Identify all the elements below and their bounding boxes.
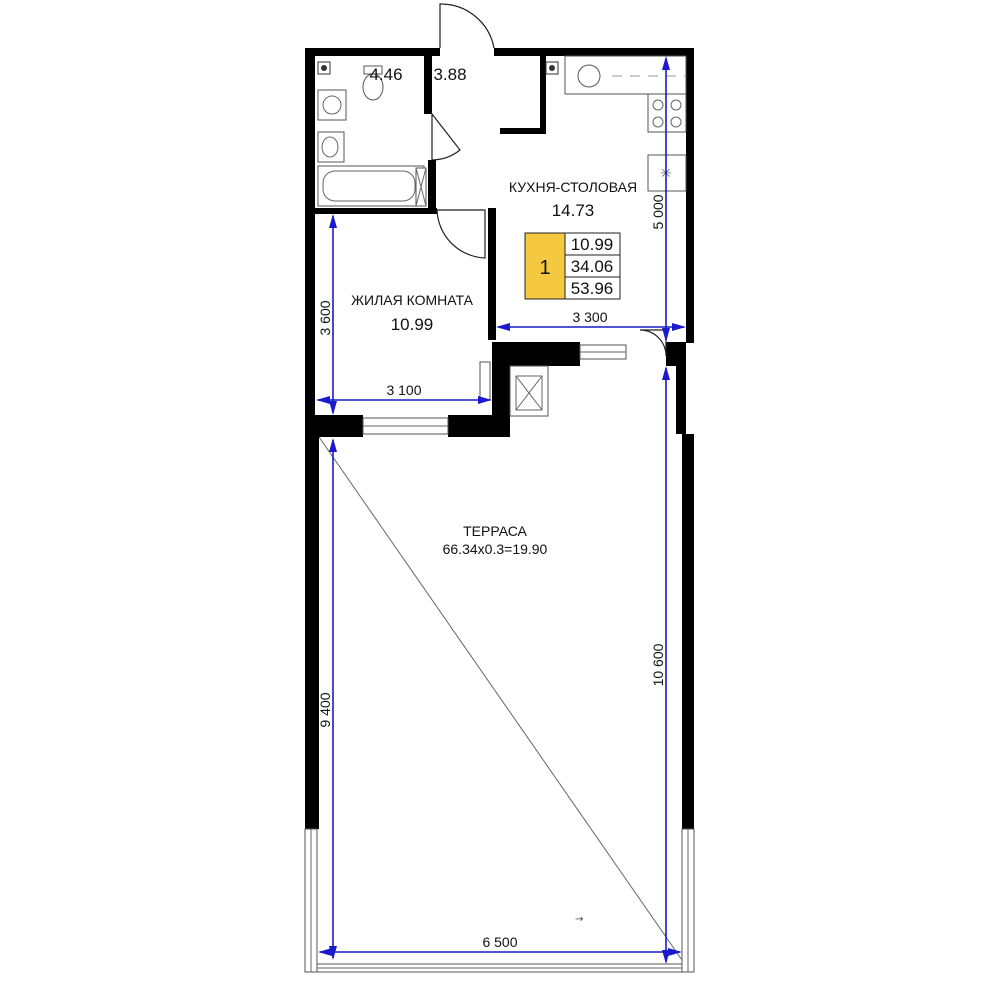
kitchen-balcony-door — [639, 329, 667, 357]
summary-living-area: 10.99 — [571, 235, 614, 254]
dim-living-height: 3 600 — [317, 300, 333, 335]
wall-right-mid — [676, 366, 686, 434]
dimension-lines — [316, 56, 686, 964]
wall-bath-bottom — [315, 208, 437, 214]
terrace-railing — [304, 436, 695, 973]
summary-total-with-terrace: 53.96 — [571, 279, 614, 298]
summary-total-area: 34.06 — [571, 257, 614, 276]
bathroom-fixtures — [317, 61, 427, 207]
interior-doors — [428, 112, 667, 357]
washing-machine-icon — [317, 89, 347, 121]
hall-area: 3.88 — [433, 65, 466, 84]
living-room-name: ЖИЛАЯ КОМНАТА — [351, 292, 474, 308]
wall-kitchen-stub-h — [500, 128, 546, 134]
kitchen-name: КУХНЯ-СТОЛОВАЯ — [509, 179, 637, 195]
dim-living-width: 3 100 — [386, 382, 421, 398]
dim-terrace-right-height: 10 600 — [650, 643, 666, 686]
wall-living-right-lower — [492, 342, 510, 437]
svg-text:→: → — [575, 914, 583, 925]
wall-left-upper — [305, 48, 315, 438]
bathroom-area: 4.46 — [369, 65, 402, 84]
bathtub-icon — [317, 165, 425, 207]
wall-terrace-right — [682, 434, 694, 829]
wall-top-right — [494, 48, 694, 56]
wall-living-kitchen — [488, 208, 496, 340]
room-count-badge — [524, 232, 566, 300]
kitchen-sink-icon — [577, 64, 601, 88]
dim-terrace-width: 6 500 — [482, 934, 517, 950]
area-summary-table: 1 10.99 34.06 53.96 — [524, 232, 621, 300]
wall-right-upper — [686, 48, 694, 343]
wall-terrace-left — [305, 437, 319, 829]
terrace-diagonal — [318, 436, 683, 961]
walls — [305, 48, 694, 829]
kitchen-area: 14.73 — [552, 201, 595, 220]
terrace-name: ТЕРРАСА — [463, 523, 527, 539]
living-door — [436, 209, 486, 259]
living-room-area: 10.99 — [391, 315, 434, 334]
wall-top-left — [305, 48, 440, 56]
wall-bath-hall — [424, 56, 432, 114]
dim-kitchen-height: 5 000 — [650, 194, 666, 229]
wall-kitchen-bottom-right — [666, 342, 686, 366]
kitchen-fixtures: ✳ → — [479, 55, 687, 925]
room-count: 1 — [539, 257, 550, 279]
wall-kitchen-stub-v — [540, 56, 546, 134]
front-door — [439, 3, 495, 49]
wall-living-bottom-left — [305, 415, 363, 437]
terrace-formula: 66.34x0.3=19.90 — [443, 541, 548, 557]
stove-icon — [647, 93, 687, 133]
dim-terrace-left-height: 9 400 — [317, 692, 333, 727]
fridge-icon — [647, 154, 687, 192]
dim-kitchen-width: 3 300 — [572, 309, 607, 325]
windows — [362, 344, 627, 435]
